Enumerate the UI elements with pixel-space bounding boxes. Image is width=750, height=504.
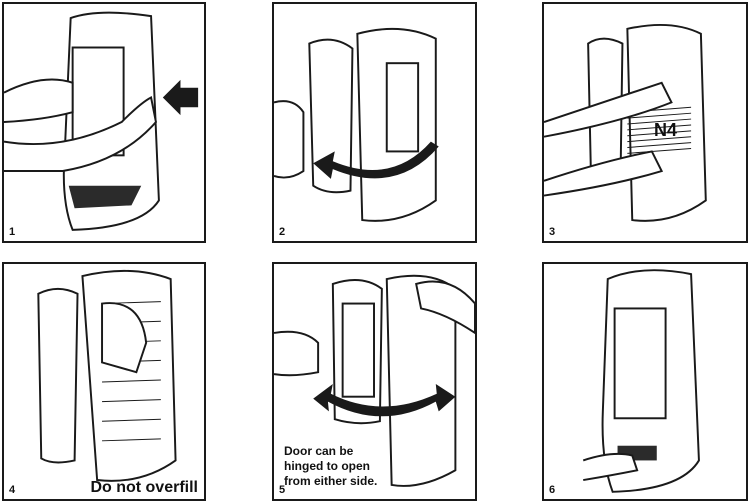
dispenser-door-open-illustration <box>274 27 439 222</box>
step-number: 2 <box>279 226 286 238</box>
reversible-door-note: Door can be hinged to open from either s… <box>284 444 378 488</box>
dispensing-napkin-illustration <box>582 269 700 493</box>
step-number: 4 <box>9 484 16 496</box>
step-6-panel: 6 <box>542 262 748 501</box>
dispenser-closed-illustration <box>4 11 199 231</box>
step-1-panel: 1 <box>2 2 206 243</box>
reversible-door-illustration <box>274 274 475 487</box>
step-5-panel: Door can be hinged to open from either s… <box>272 262 477 501</box>
step-number: 1 <box>9 226 16 238</box>
step-3-panel: N4 3 <box>542 2 748 243</box>
overfill-warning: Do not overfill <box>90 479 198 496</box>
napkins-loaded-illustration <box>37 269 177 482</box>
double-swing-arrow-icon <box>313 383 456 417</box>
step-number: 3 <box>549 226 556 238</box>
step-4-panel: 4 Do not overfill <box>2 262 206 501</box>
napkin-type-label: N4 <box>654 120 678 140</box>
step-number: 5 <box>279 484 286 496</box>
step-2-panel: 2 <box>272 2 477 243</box>
step-number: 6 <box>549 484 556 496</box>
push-arrow-icon <box>162 79 199 116</box>
swing-arrow-icon <box>313 141 439 179</box>
loading-napkins-illustration <box>544 23 707 222</box>
